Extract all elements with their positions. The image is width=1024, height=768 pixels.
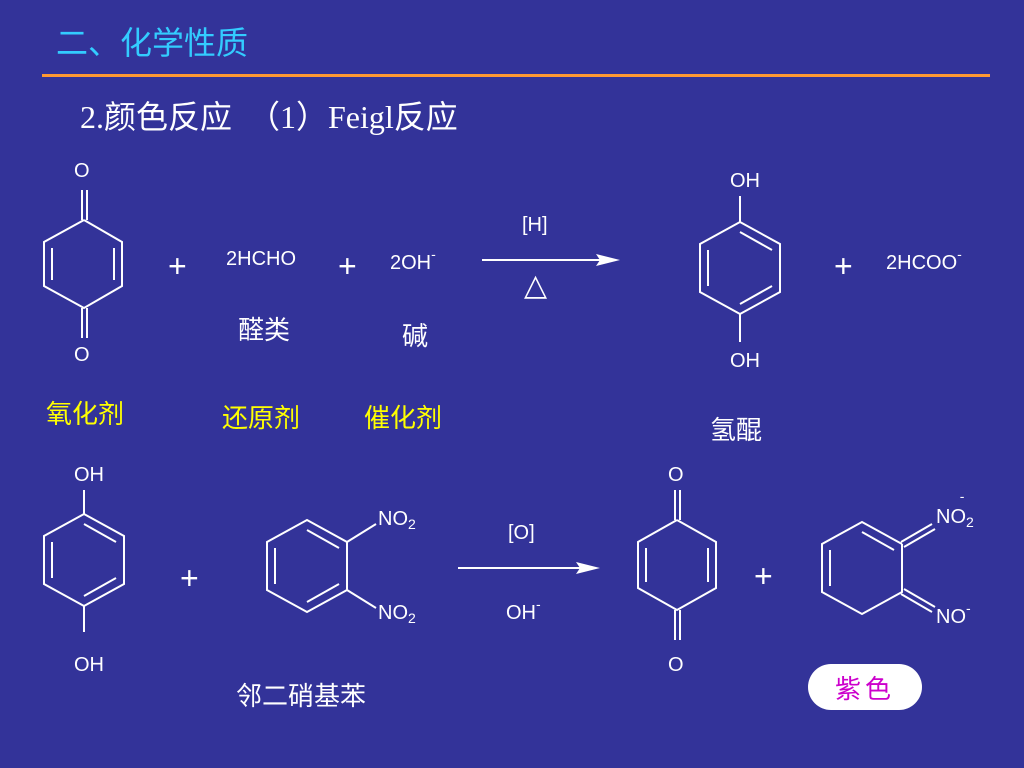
quinone-structure-2	[637, 490, 717, 640]
color-badge-purple: 紫色	[808, 664, 922, 710]
product-nitroso-bottom: NO-	[936, 600, 971, 628]
hydroxide-formula: 2OH-	[390, 246, 436, 274]
dinitrobenzene-structure	[266, 518, 377, 614]
hydroquinone-oh-bottom: OH	[730, 350, 760, 372]
hydroquinone-structure-2	[43, 490, 125, 632]
heat-symbol: △	[524, 269, 548, 302]
label-aldehyde: 醛类	[238, 316, 291, 345]
formaldehyde-formula: 2HCHO	[226, 248, 297, 270]
hydroquinone-oh-top: OH	[730, 170, 760, 192]
reaction2-condition-top: [O]	[508, 522, 535, 544]
title-divider	[42, 74, 990, 77]
role-reductant: 还原剂	[222, 404, 301, 433]
plus-sign: +	[168, 248, 187, 284]
nitro-group-bottom: NO2	[378, 602, 416, 626]
plus-sign: +	[338, 248, 357, 284]
quinone2-o-top: O	[668, 464, 684, 486]
slide-subtitle: 2.颜色反应 （1）Feigl反应	[80, 99, 458, 135]
label-base: 碱	[402, 322, 429, 351]
plus-sign: +	[754, 558, 773, 594]
quinone-o-top: O	[74, 160, 90, 182]
role-catalyst: 催化剂	[364, 404, 443, 433]
quinone-structure-1	[43, 190, 123, 338]
hq2-oh-bottom: OH	[74, 654, 104, 676]
plus-sign: +	[180, 560, 199, 596]
formate-formula: 2HCOO-	[886, 246, 962, 274]
hq2-oh-top: OH	[74, 464, 104, 486]
nitro-group-top: NO2	[378, 508, 416, 532]
quinoid-dinitro-structure	[821, 520, 936, 616]
reaction1-arrow	[482, 254, 620, 266]
slide-title: 二、化学性质	[56, 25, 249, 61]
hydroquinone-structure-1	[699, 196, 781, 342]
reaction1-condition-top: [H]	[522, 214, 548, 236]
label-hydroquinone: 氢醌	[710, 416, 763, 445]
role-oxidant: 氧化剂	[46, 400, 125, 429]
quinone-o-bottom: O	[74, 344, 90, 366]
product-nitro-top: NO2-	[936, 488, 974, 530]
quinone2-o-bottom: O	[668, 654, 684, 676]
reaction2-arrow	[458, 562, 600, 574]
label-dinitrobenzene: 邻二硝基苯	[236, 682, 367, 711]
plus-sign: +	[834, 248, 853, 284]
reaction2-condition-bottom: OH-	[506, 596, 541, 624]
